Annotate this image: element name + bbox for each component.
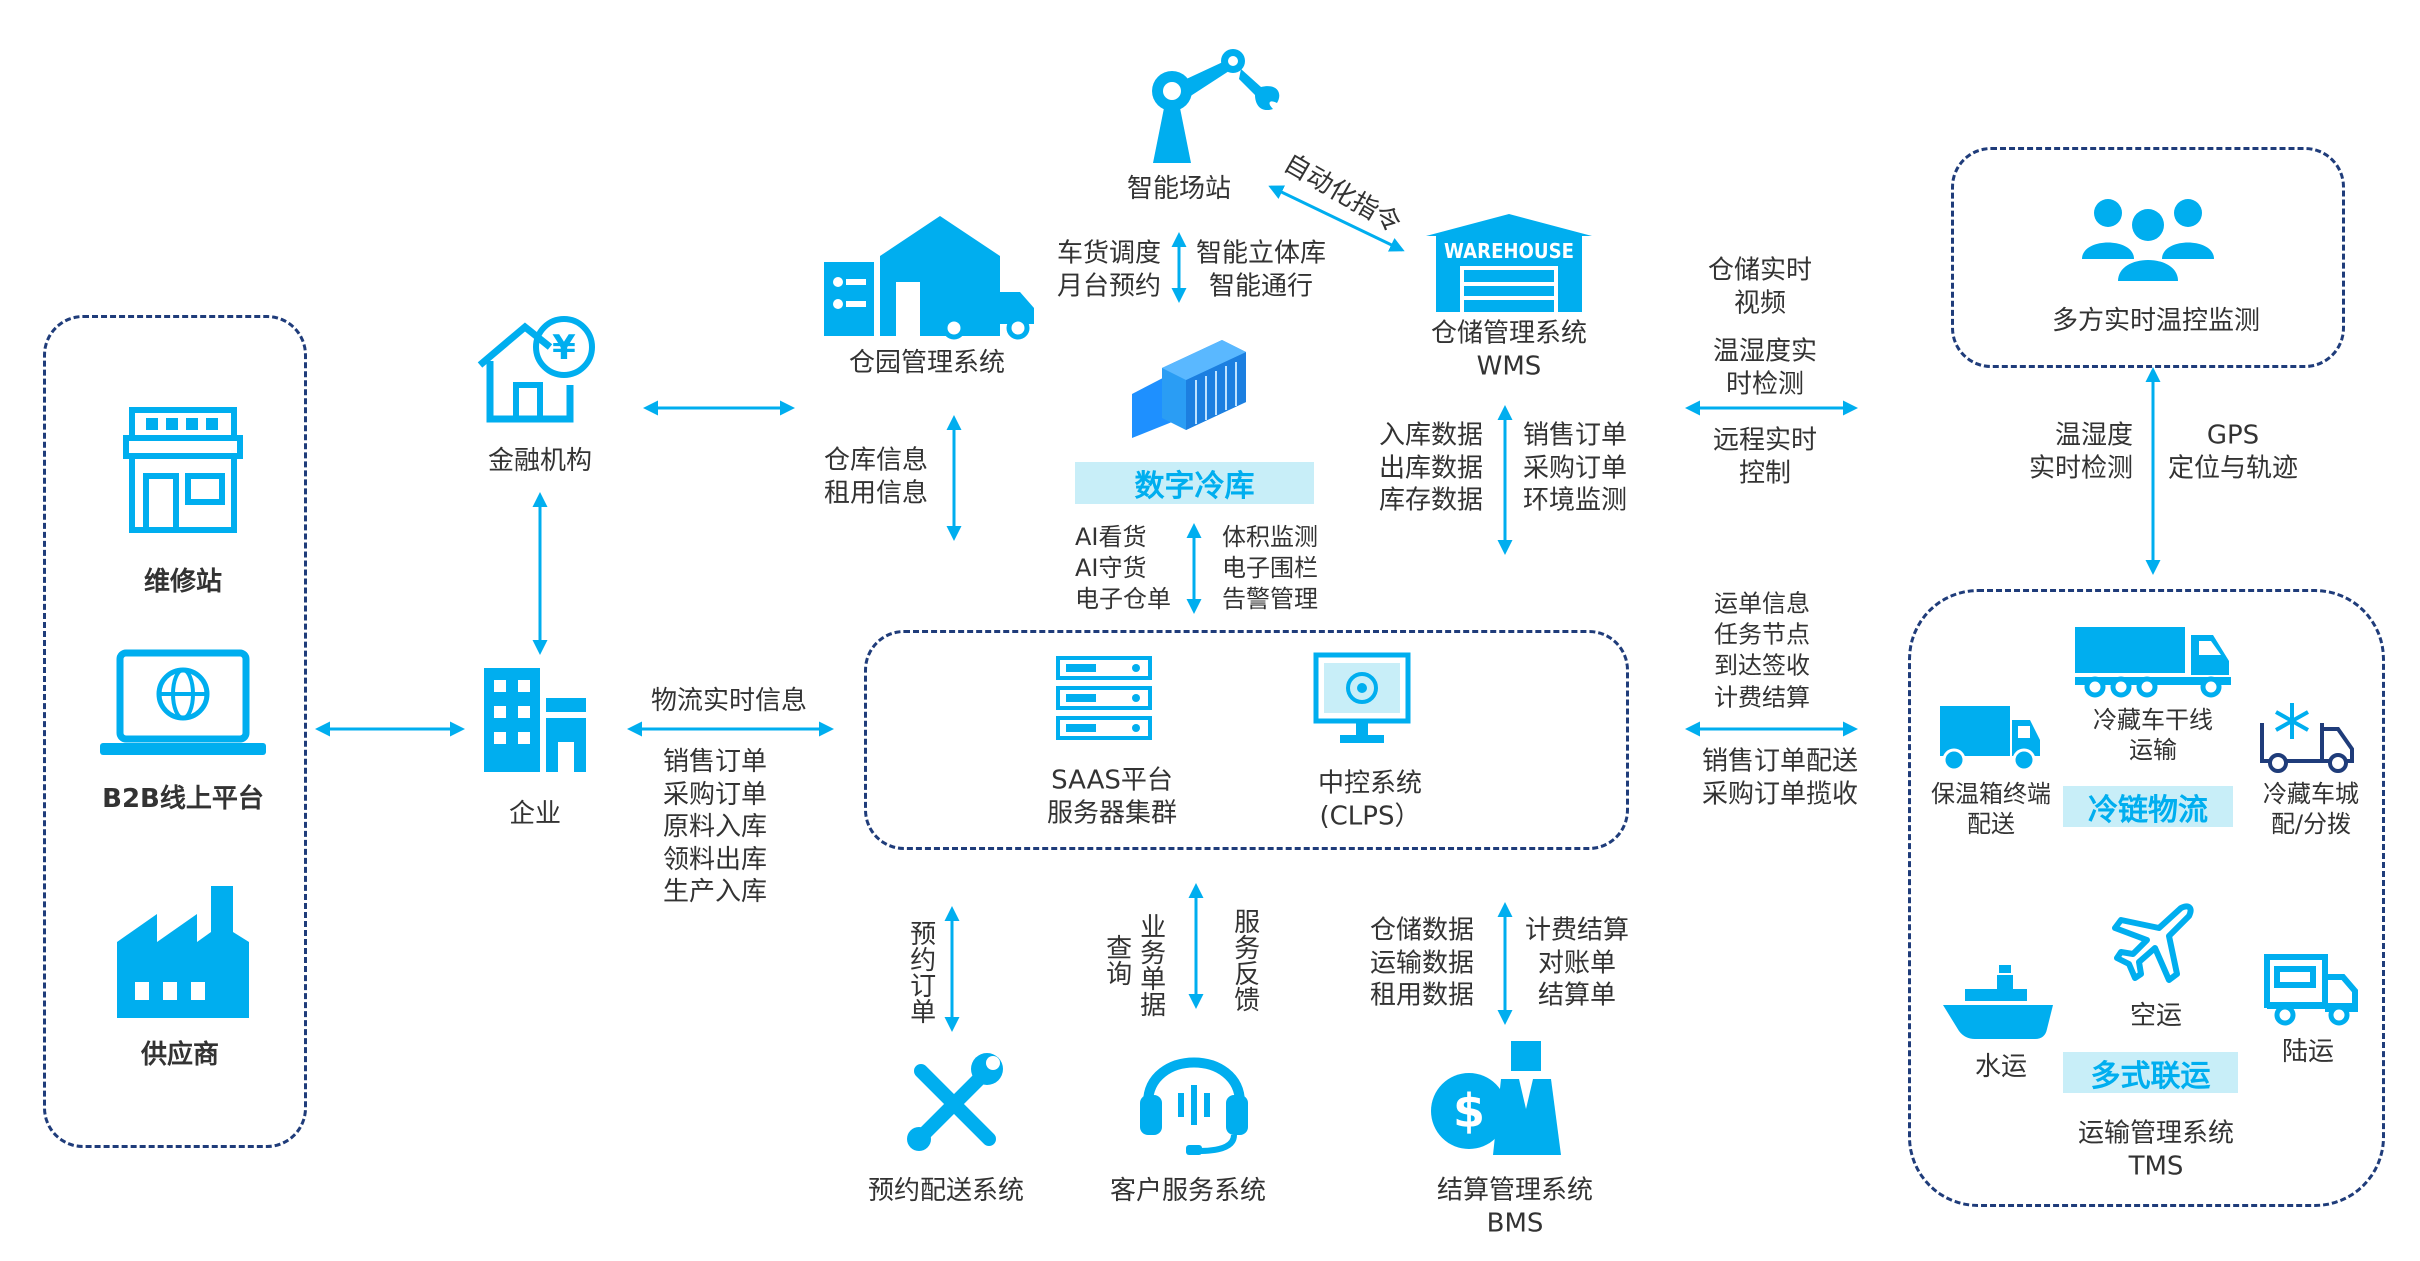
airplane-icon: [2111, 902, 2195, 990]
cold-chain-logistics-tag: 冷链物流: [2063, 786, 2233, 828]
tms-label: 运输管理系统 TMS: [2077, 1118, 2235, 1182]
wms-label: 仓储管理系统 WMS: [1430, 318, 1588, 382]
snowflake-truck-icon: [2258, 701, 2358, 781]
monitor-left-text: 温湿度 实时检测: [2028, 420, 2134, 484]
monitor-box: [1951, 147, 2345, 368]
arrow-station-wms: [1268, 185, 1405, 252]
booking-order-text: 预约订单: [905, 920, 936, 1024]
yard-truck-icon: [820, 212, 1040, 346]
booking-system-label: 预约配送系统: [867, 1175, 1025, 1206]
headset-icon: [1134, 1039, 1254, 1163]
monitor-right-text: GPS 定位与轨迹: [2167, 420, 2299, 484]
left-group-box: [43, 315, 307, 1148]
server-icon: [1054, 654, 1154, 748]
billing-person-icon: $: [1427, 1039, 1567, 1163]
house-yen-icon: ¥: [470, 315, 600, 429]
wms-left-text: 入库数据 出库数据 库存数据: [1378, 420, 1484, 516]
land-truck-icon: [2263, 953, 2359, 1033]
trunk-transport-label: 冷藏车干线 运输: [2093, 706, 2213, 764]
bms-left-text: 仓储数据 运输数据 租用数据: [1369, 915, 1475, 1011]
storefront-icon: [118, 406, 248, 540]
containers-icon: [1122, 338, 1252, 452]
saas-label: SAAS平台 服务器集群: [1046, 765, 1178, 829]
refrigerated-trunk-truck-icon: [2073, 625, 2233, 703]
center-platform-box: [864, 630, 1629, 850]
svg-text:WAREHOUSE: WAREHOUSE: [1444, 239, 1574, 263]
enterprise-label: 企业: [508, 798, 562, 829]
svg-text:$: $: [1453, 1084, 1485, 1138]
delivery-truck-icon: [1938, 704, 2042, 778]
bms-label: 结算管理系统 BMS: [1436, 1175, 1594, 1239]
finance-label: 金融机构: [487, 445, 593, 476]
buildings-icon: [480, 664, 590, 778]
bms-right-text: 计费结算 对账单 结算单: [1524, 915, 1630, 1011]
business-docs-text: 业务单据: [1135, 913, 1166, 1017]
enterprise-orders-text: 销售订单 采购订单 原料入库 领料出库 生产入库: [662, 746, 768, 907]
people-icon: [2078, 193, 2218, 287]
service-feedback-text: 服务反馈: [1229, 908, 1260, 1012]
cold-storage-right-text: 体积监测 电子围栏 告警管理: [1222, 523, 1318, 614]
customer-service-label: 客户服务系统: [1109, 1175, 1267, 1206]
laptop-globe-icon: [98, 649, 268, 763]
query-text: 查询: [1101, 934, 1132, 986]
smart-station-label: 智能场站: [1126, 173, 1232, 204]
temp-check-text: 温湿度实 时检测: [1712, 336, 1818, 400]
monitor-screen-icon: [1312, 651, 1412, 751]
supplier-label: 供应商: [140, 1039, 220, 1070]
yard-system-label: 仓园管理系统: [848, 347, 1006, 378]
remote-control-text: 远程实时 控制: [1712, 425, 1818, 489]
multimodal-tag: 多式联运: [2063, 1052, 2238, 1094]
warehouse-icon: WAREHOUSE: [1424, 212, 1594, 316]
land-transport-label: 陆运: [2281, 1036, 2335, 1067]
cold-storage-left-text: AI看货 AI守货 电子仓单: [1075, 523, 1171, 614]
ship-icon: [1941, 963, 2055, 1047]
storage-video-text: 仓储实时 视频: [1707, 255, 1813, 319]
tools-icon: [899, 1049, 1009, 1163]
city-distribution-label: 冷藏车城 配/分拨: [2263, 780, 2359, 838]
factory-icon: [113, 882, 253, 1026]
station-left-text: 车货调度 月台预约: [1056, 238, 1162, 302]
digital-cold-storage-tag: 数字冷库: [1075, 462, 1314, 504]
waybill-info-text: 运单信息 任务节点 到达签收 计费结算: [1714, 589, 1810, 712]
water-transport-label: 水运: [1974, 1051, 2028, 1082]
wms-right-text: 销售订单 采购订单 环境监测: [1522, 420, 1628, 516]
tms-box: [1908, 589, 2385, 1207]
order-delivery-text: 销售订单配送 采购订单揽收: [1701, 746, 1859, 810]
clps-label: 中控系统 (CLPS）: [1317, 768, 1423, 832]
b2b-platform-label: B2B线上平台: [102, 783, 264, 814]
air-transport-label: 空运: [2129, 1000, 2183, 1031]
repair-station-label: 维修站: [143, 566, 223, 597]
station-right-text: 智能立体库 智能通行: [1195, 238, 1327, 302]
realtime-logistics-text: 物流实时信息: [650, 685, 808, 716]
robot-arm-icon: [1137, 47, 1287, 171]
monitor-label: 多方实时温控监测: [2051, 305, 2261, 336]
yard-info-text: 仓库信息 租用信息: [823, 445, 929, 509]
terminal-delivery-label: 保温箱终端 配送: [1931, 780, 2051, 838]
svg-text:¥: ¥: [552, 328, 576, 368]
